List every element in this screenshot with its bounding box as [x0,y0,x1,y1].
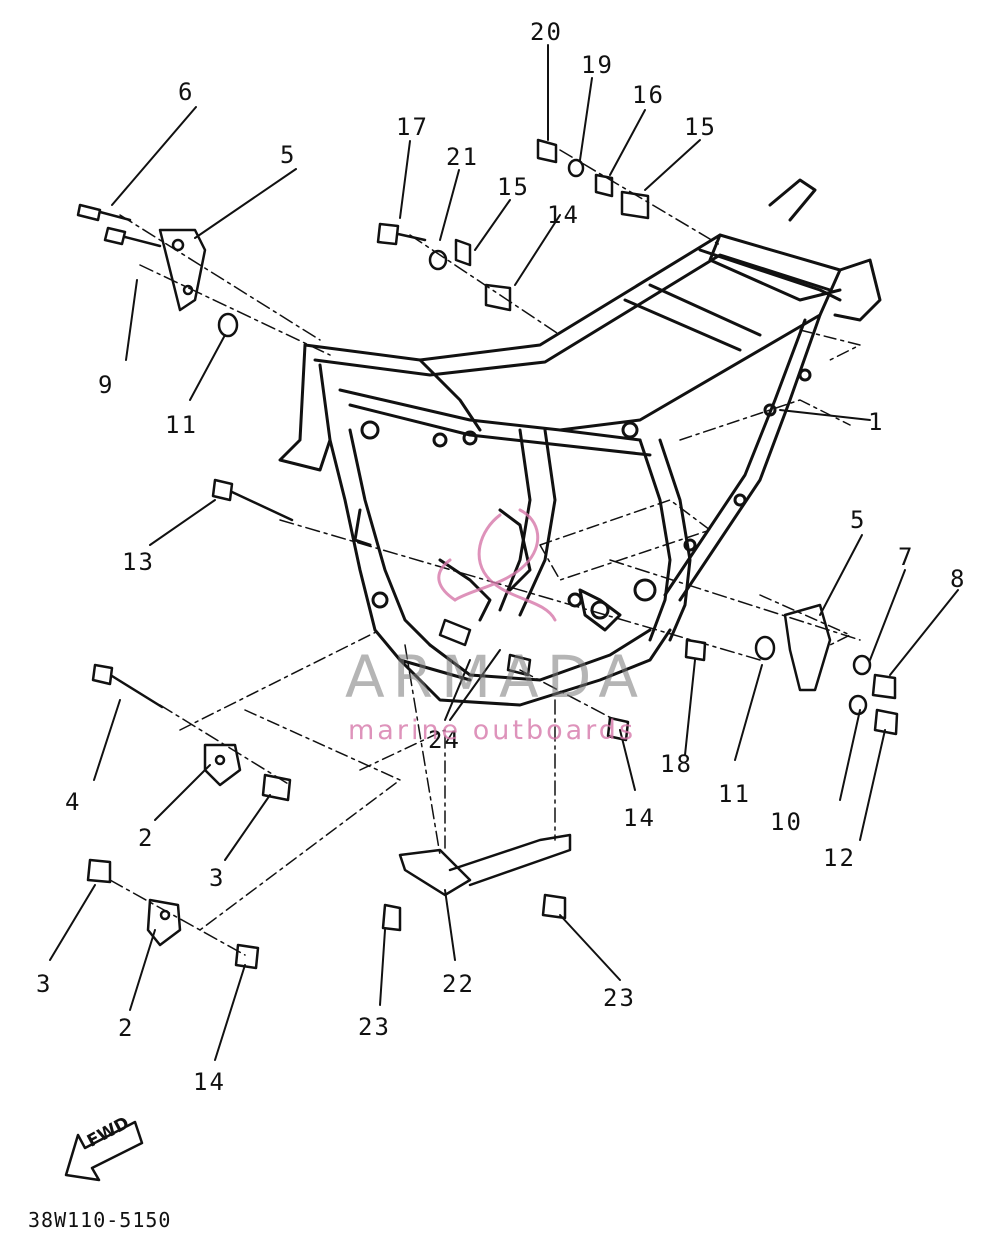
small-parts [76,138,899,970]
callout-23: 23 [358,1013,391,1041]
mount-outline [179,329,861,931]
callout-3: 3 [209,864,226,892]
callout-10: 10 [770,808,803,836]
callout-13: 13 [122,548,155,576]
callout-16: 15 [497,173,530,201]
callout-2: 2 [138,824,155,852]
callout-4: 4 [65,788,82,816]
watermark-title: ARMADA [345,643,647,711]
callout-17: 17 [396,113,429,141]
callout-6: 6 [178,78,195,106]
callout-5: 5 [850,506,867,534]
leader-lines [49,44,959,1061]
callout-20: 20 [530,18,563,46]
callout-15: 15 [684,113,717,141]
callout-3: 3 [36,970,53,998]
callout-23: 23 [603,984,636,1012]
watermark-subtitle: marine outboards [348,715,637,746]
document-code: 38W110-5150 [28,1208,172,1232]
callout-12: 12 [823,844,856,872]
callout-7: 7 [898,543,915,571]
callout-11: 11 [165,411,198,439]
callout-1: 1 [868,408,885,436]
callout-5: 5 [280,141,297,169]
callout-24: 24 [428,726,461,754]
fwd-arrow-icon [64,1120,144,1182]
callout-9: 9 [98,371,115,399]
callout-11: 11 [718,780,751,808]
watermark-logo-icon [437,508,557,622]
callout-2: 2 [118,1014,135,1042]
callout-22: 22 [442,970,475,998]
callout-16: 16 [632,81,665,109]
callout-14: 14 [193,1068,226,1096]
callout-14: 14 [623,804,656,832]
callout-8: 8 [950,565,967,593]
main-frame [278,178,882,707]
assembly-lines [109,149,861,956]
callout-21: 21 [446,143,479,171]
callout-19: 19 [581,51,614,79]
callout-18: 18 [660,750,693,778]
callout-15: 14 [547,201,580,229]
